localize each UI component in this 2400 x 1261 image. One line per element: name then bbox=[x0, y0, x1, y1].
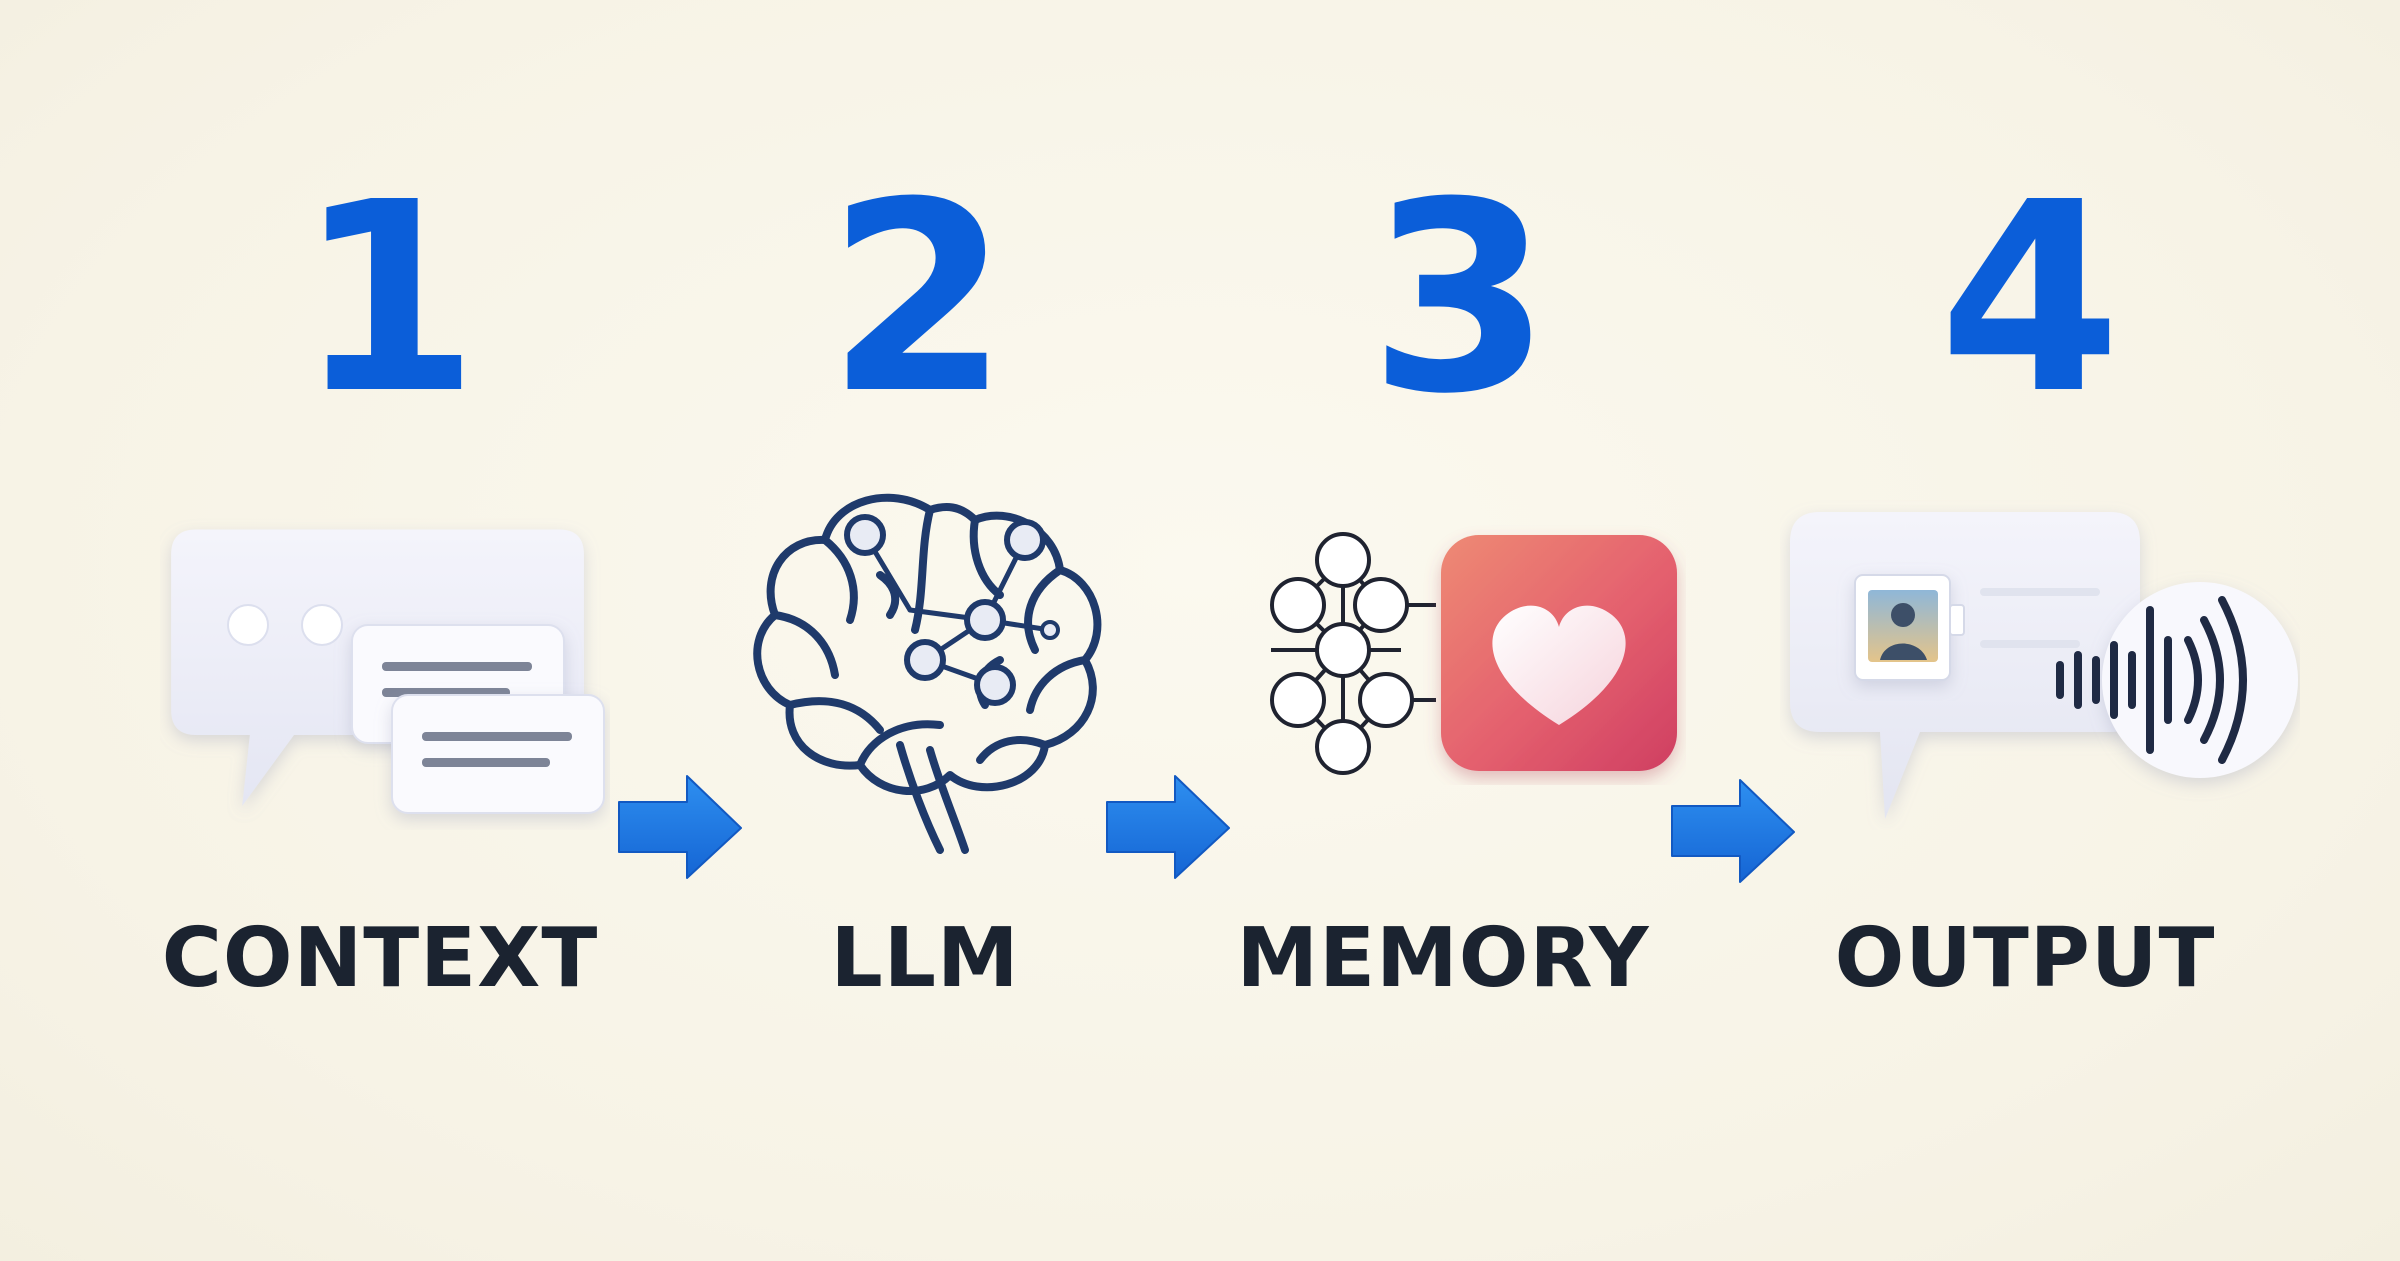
brain-network-icon bbox=[740, 480, 1120, 860]
step-label-llm: LLM bbox=[830, 911, 1020, 1006]
chat-bubbles-icon bbox=[160, 510, 610, 830]
step-number-4: 4 bbox=[1938, 146, 2121, 451]
step-number-3: 3 bbox=[1368, 146, 1551, 451]
step-label-context: CONTEXT bbox=[161, 911, 599, 1006]
step-number-2: 2 bbox=[826, 146, 1009, 451]
right-arrow-icon-3 bbox=[1668, 776, 1798, 886]
step-label-output: OUTPUT bbox=[1834, 911, 2216, 1006]
media-audio-output-icon bbox=[1780, 500, 2300, 830]
step-number-1: 1 bbox=[296, 146, 479, 451]
right-arrow-icon-1 bbox=[615, 772, 745, 882]
network-heart-icon bbox=[1236, 525, 1686, 785]
right-arrow-icon-2 bbox=[1103, 772, 1233, 882]
step-label-memory: MEMORY bbox=[1236, 911, 1650, 1006]
